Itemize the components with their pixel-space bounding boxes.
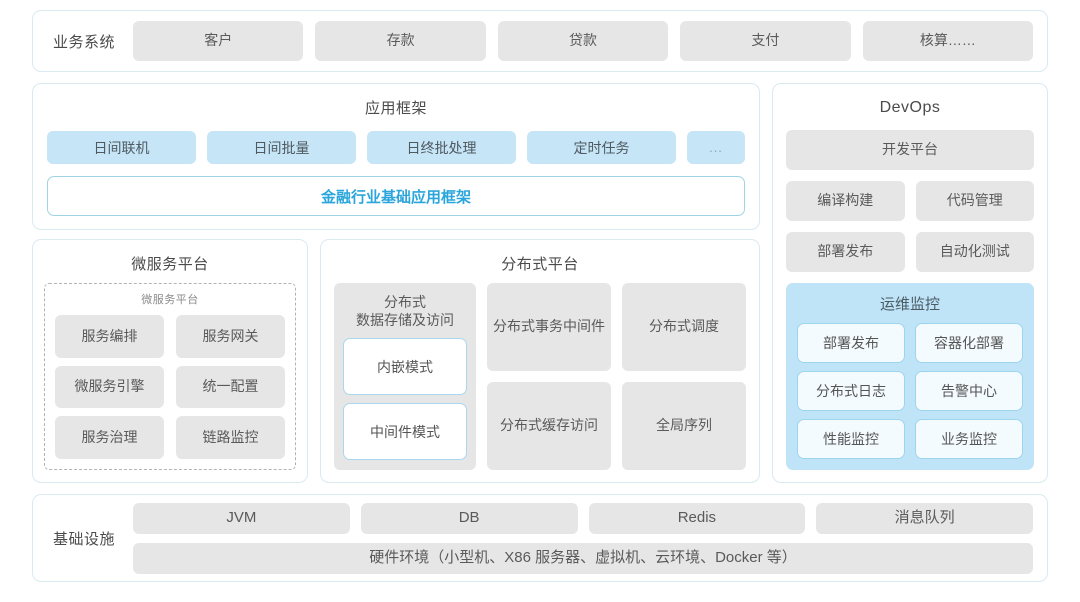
ms-item-service-orchestration[interactable]: 服务编排: [55, 315, 164, 358]
ops-item-performance-monitoring[interactable]: 性能监控: [797, 419, 905, 459]
business-item-payment[interactable]: 支付: [680, 21, 851, 61]
dist-item-cache-access[interactable]: 分布式 缓存访问: [487, 382, 611, 470]
dist-mode-embedded[interactable]: 内嵌模式: [343, 338, 467, 396]
application-framework-panel: 应用框架 日间联机 日间批量 日终批处理 定时任务 ... 金融行业基础应用框架: [32, 83, 760, 230]
devops-item-deploy-release[interactable]: 部署发布: [786, 232, 905, 272]
infra-item-message-queue[interactable]: 消息队列: [816, 502, 1033, 534]
business-systems-label: 业务系统: [52, 33, 115, 51]
distributed-platform-title: 分布式平台: [501, 256, 579, 273]
devops-item-dev-platform[interactable]: 开发平台: [786, 130, 1034, 170]
app-pill-more[interactable]: ...: [687, 131, 745, 164]
infra-item-db[interactable]: DB: [360, 502, 578, 534]
dist-storage-title-line1: 分布式: [384, 294, 426, 310]
devops-items-grid: 编译构建 代码管理 部署发布 自动化测试: [786, 181, 1034, 272]
dist-card-data-storage-access[interactable]: 分布式 数据存储及访问 内嵌模式 中间件模式: [334, 283, 476, 470]
infrastructure-items-row: JVM DB Redis 消息队列: [133, 502, 1033, 534]
microservice-platform-title: 微服务平台: [131, 256, 209, 273]
devops-panel: DevOps 开发平台 编译构建 代码管理 部署发布 自动化测试 运维监控 部署…: [772, 83, 1048, 483]
ops-monitoring-panel: 运维监控 部署发布 容器化部署 分布式日志 告警中心 性能监控 业务监控: [786, 283, 1034, 470]
dist-column-2: 分布式 事务中间件 分布式 缓存访问: [487, 283, 611, 470]
middle-left-column: 应用框架 日间联机 日间批量 日终批处理 定时任务 ... 金融行业基础应用框架…: [32, 83, 760, 483]
dist-tx-line2: 事务中间件: [535, 318, 605, 335]
ops-item-containerized-deploy[interactable]: 容器化部署: [915, 323, 1023, 363]
business-item-deposit[interactable]: 存款: [315, 21, 486, 61]
dist-storage-title-line2: 数据存储及访问: [356, 312, 454, 329]
ops-item-deploy-release[interactable]: 部署发布: [797, 323, 905, 363]
business-systems-panel: 业务系统 客户 存款 贷款 支付 核算……: [32, 10, 1048, 72]
ops-monitoring-title: 运维监控: [879, 296, 940, 313]
dist-item-transaction-middleware[interactable]: 分布式 事务中间件: [487, 283, 611, 371]
dist-mode-middleware[interactable]: 中间件模式: [343, 403, 467, 460]
business-item-customer[interactable]: 客户: [133, 21, 304, 61]
dist-item-global-sequence[interactable]: 全局序列: [622, 382, 746, 470]
middle-zone: 应用框架 日间联机 日间批量 日终批处理 定时任务 ... 金融行业基础应用框架…: [32, 83, 1048, 483]
ms-item-service-governance[interactable]: 服务治理: [55, 416, 164, 459]
microservice-platform-panel: 微服务平台 微服务平台 服务编排 服务网关 微服务引擎 统一配置 服务治理 链路…: [32, 239, 308, 483]
dist-item-scheduling[interactable]: 分布式调度: [622, 283, 746, 371]
app-pill-daytime-batch[interactable]: 日间批量: [207, 131, 356, 164]
dist-column-3: 分布式调度 全局序列: [622, 283, 746, 470]
devops-item-automated-testing[interactable]: 自动化测试: [915, 232, 1034, 272]
ops-item-distributed-log[interactable]: 分布式日志: [797, 371, 905, 411]
app-pill-scheduled-task[interactable]: 定时任务: [527, 131, 676, 164]
dist-card-data-storage-title: 分布式 数据存储及访问: [343, 293, 467, 329]
infra-item-hardware-environment[interactable]: 硬件环境（小型机、X86 服务器、虚拟机、云环境、Docker 等）: [133, 542, 1033, 574]
devops-item-compile-build[interactable]: 编译构建: [786, 181, 905, 221]
dist-cache-line2: 缓存访问: [542, 417, 598, 434]
business-item-loan[interactable]: 贷款: [497, 21, 669, 61]
financial-base-framework-box[interactable]: 金融行业基础应用框架: [47, 176, 745, 216]
app-pill-eod-batch[interactable]: 日终批处理: [367, 131, 516, 164]
microservice-inner-title: 微服务平台: [141, 294, 199, 306]
business-item-accounting[interactable]: 核算……: [862, 21, 1034, 61]
ms-item-unified-config[interactable]: 统一配置: [176, 365, 285, 409]
infrastructure-stack: JVM DB Redis 消息队列 硬件环境（小型机、X86 服务器、虚拟机、云…: [133, 502, 1033, 574]
distributed-platform-panel: 分布式平台 分布式 数据存储及访问 内嵌模式 中间件模式: [320, 239, 760, 483]
devops-item-code-management[interactable]: 代码管理: [915, 181, 1034, 221]
ms-item-link-monitoring[interactable]: 链路监控: [176, 416, 285, 459]
dist-tx-line1: 分布式: [493, 318, 535, 335]
ops-monitoring-grid: 部署发布 容器化部署 分布式日志 告警中心 性能监控 业务监控: [797, 323, 1023, 459]
ms-item-service-gateway[interactable]: 服务网关: [176, 315, 285, 358]
application-framework-title: 应用框架: [364, 100, 427, 117]
platform-row: 微服务平台 微服务平台 服务编排 服务网关 微服务引擎 统一配置 服务治理 链路…: [32, 239, 760, 483]
devops-column: DevOps 开发平台 编译构建 代码管理 部署发布 自动化测试 运维监控 部署…: [772, 83, 1048, 483]
ops-item-alert-center[interactable]: 告警中心: [915, 371, 1023, 411]
infrastructure-panel: 基础设施 JVM DB Redis 消息队列 硬件环境（小型机、X86 服务器、…: [32, 494, 1048, 582]
ops-item-business-monitoring[interactable]: 业务监控: [915, 419, 1023, 459]
dist-cache-line1: 分布式: [500, 417, 542, 434]
infra-item-redis[interactable]: Redis: [588, 502, 806, 534]
application-framework-pills: 日间联机 日间批量 日终批处理 定时任务 ...: [47, 131, 745, 164]
app-pill-daytime-online[interactable]: 日间联机: [47, 131, 196, 164]
microservice-items-grid: 服务编排 服务网关 微服务引擎 统一配置 服务治理 链路监控: [55, 315, 285, 459]
devops-title: DevOps: [879, 99, 941, 116]
microservice-dashed-group: 微服务平台 服务编排 服务网关 微服务引擎 统一配置 服务治理 链路监控: [44, 283, 296, 470]
infrastructure-label: 基础设施: [52, 530, 115, 548]
ms-item-microservice-engine[interactable]: 微服务引擎: [55, 365, 164, 409]
distributed-body: 分布式 数据存储及访问 内嵌模式 中间件模式 分布式 事务中间件: [334, 283, 746, 470]
infra-item-jvm[interactable]: JVM: [133, 502, 350, 534]
